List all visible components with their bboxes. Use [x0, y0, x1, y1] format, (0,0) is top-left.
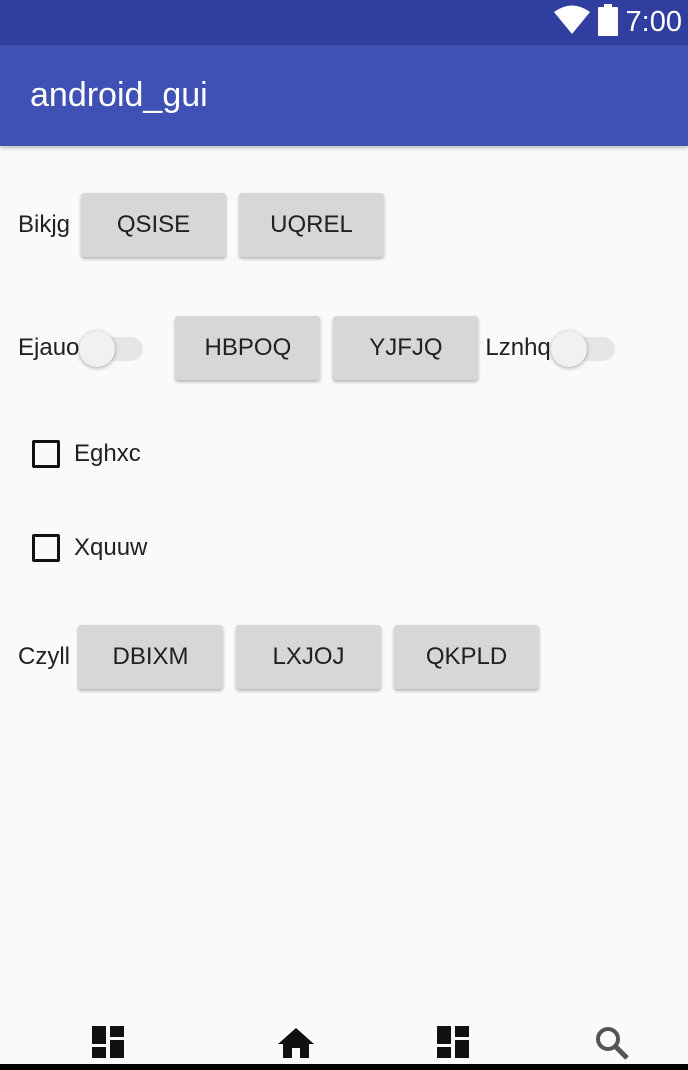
nav-bar-bottom-edge [0, 1064, 688, 1070]
row-czyll: Czyll DBIXM LXJOJ QKPLD [18, 625, 539, 689]
status-bar: 7:00 [0, 0, 688, 45]
qsise-button[interactable]: QSISE [81, 193, 226, 257]
row-label: Czyll [18, 643, 70, 670]
dashboard-icon[interactable] [437, 1026, 469, 1063]
checkbox-label: Eghxc [74, 440, 141, 467]
status-time: 7:00 [625, 6, 682, 38]
checkbox-box[interactable] [32, 440, 60, 468]
row-ejauo: Ejauo HBPOQ YJFJQ Lznhq [18, 316, 615, 380]
uqrel-button[interactable]: UQREL [239, 193, 384, 257]
row-label: Bikjg [18, 211, 71, 238]
dbixm-button[interactable]: DBIXM [78, 625, 223, 689]
switch-label-lznhq: Lznhq [485, 334, 551, 361]
row-bikjg: Bikjg QSISE UQREL [18, 193, 384, 257]
checkbox-label: Xquuw [74, 534, 148, 561]
yjfjq-button[interactable]: YJFJQ [333, 316, 479, 380]
ejauo-switch[interactable] [79, 328, 144, 368]
lxjoj-button[interactable]: LXJOJ [236, 625, 381, 689]
qkpld-button[interactable]: QKPLD [394, 625, 539, 689]
search-icon[interactable] [595, 1026, 629, 1065]
checkbox-eghxc[interactable]: Eghxc [32, 440, 141, 468]
hbpoq-button[interactable]: HBPOQ [175, 316, 321, 380]
switch-label-ejauo: Ejauo [18, 334, 80, 361]
switch-thumb [550, 331, 587, 367]
lznhq-switch[interactable] [550, 328, 615, 368]
checkbox-xquuw[interactable]: Xquuw [32, 534, 147, 562]
app-title: android_gui [30, 76, 208, 114]
app-bar: android_gui [0, 45, 688, 146]
battery-icon [597, 4, 618, 41]
main-content: Bikjg QSISE UQREL Ejauo HBPOQ YJFJQ Lznh… [0, 146, 688, 1016]
wifi-icon [553, 5, 590, 40]
dashboard-icon[interactable] [92, 1026, 124, 1063]
bottom-nav-bar [0, 1016, 688, 1070]
checkbox-box[interactable] [32, 534, 60, 562]
home-icon[interactable] [278, 1026, 314, 1063]
switch-thumb [79, 331, 116, 367]
